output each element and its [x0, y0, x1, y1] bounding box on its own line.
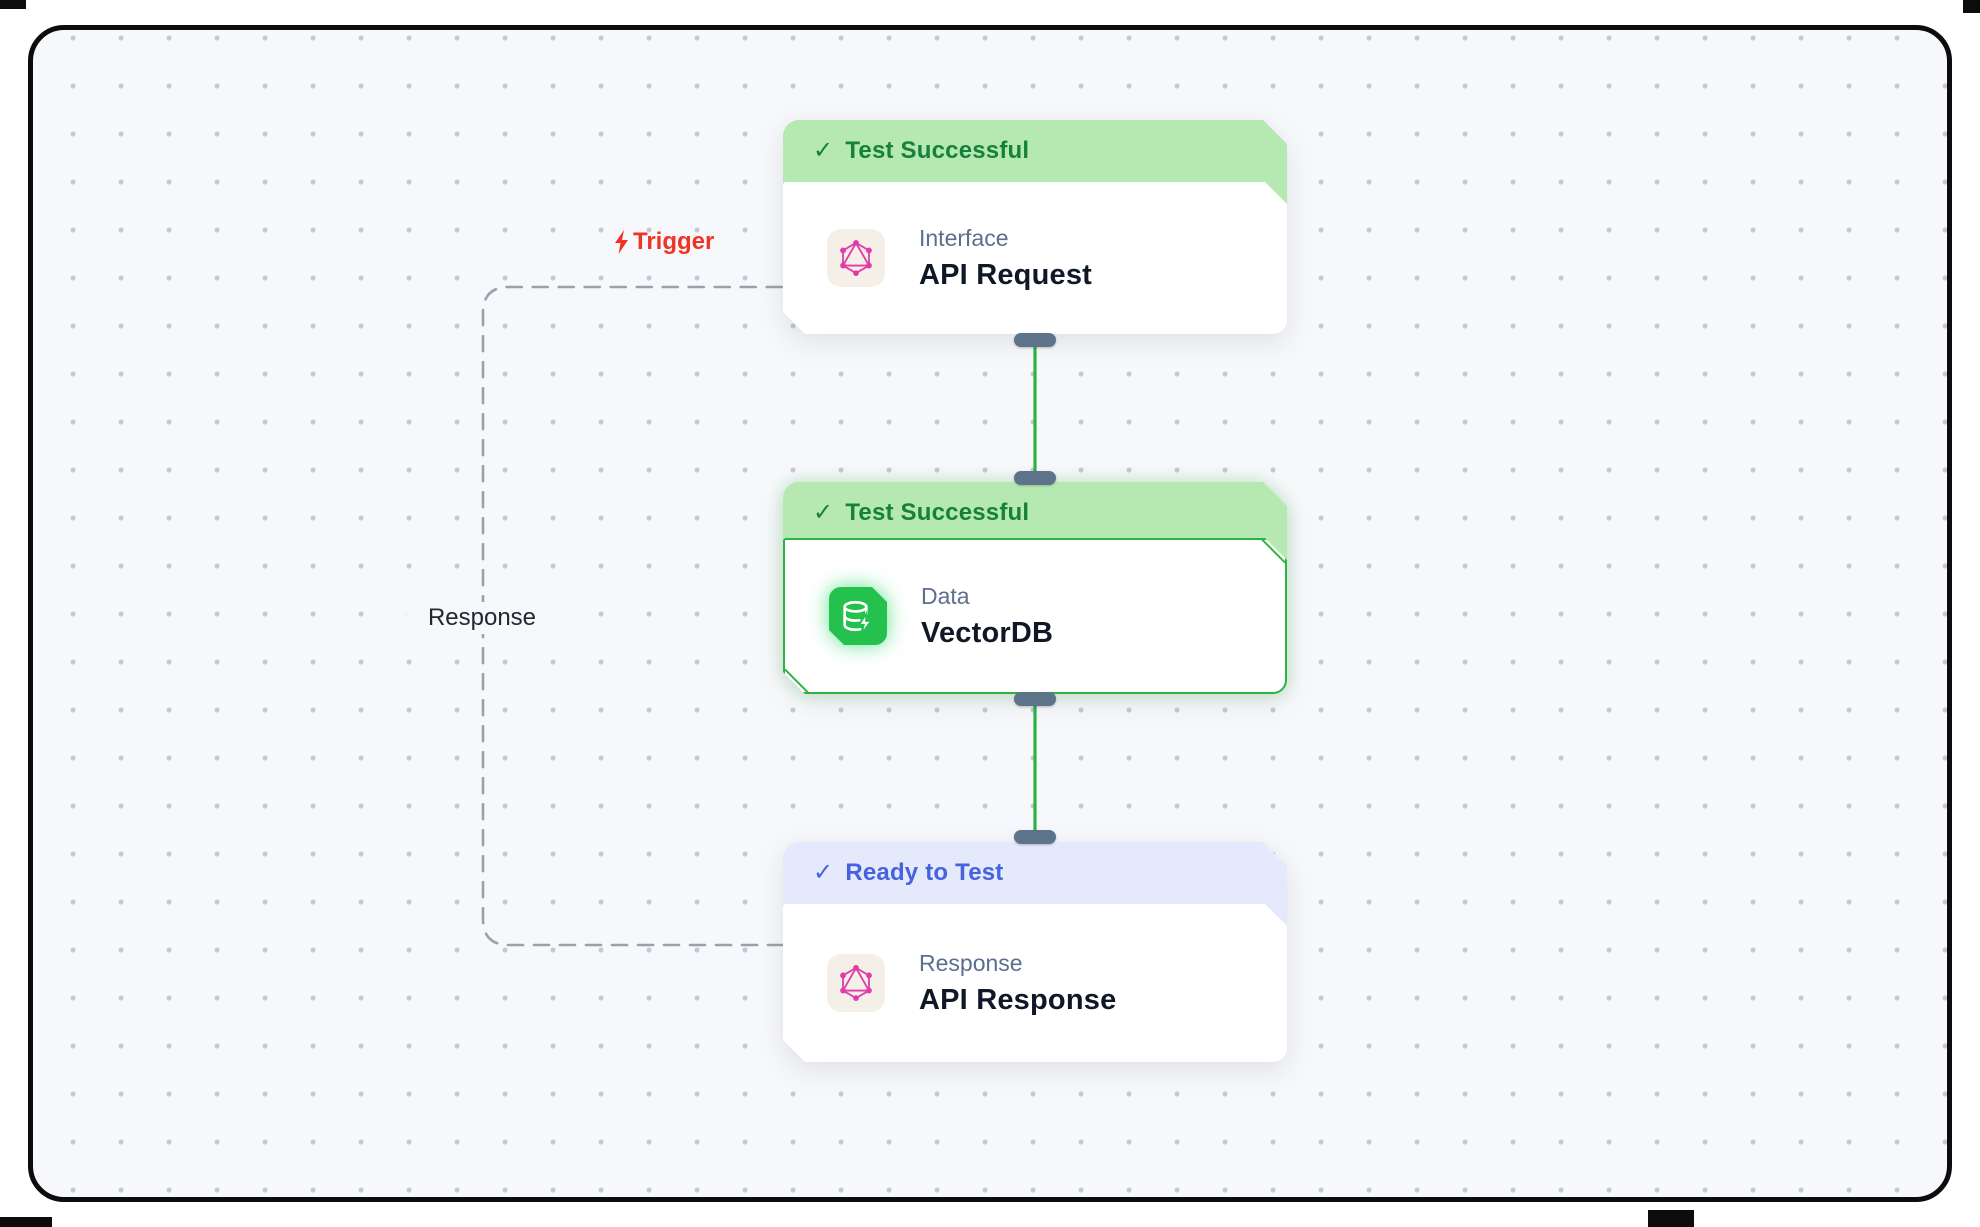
node-api-request[interactable]: ✓ Test Successful Interface — [783, 120, 1287, 334]
check-icon: ✓ — [813, 859, 834, 886]
trigger-label-text: Trigger — [633, 228, 715, 255]
screen-edge-artifact — [1963, 0, 1980, 13]
screen-edge-artifact — [0, 0, 26, 9]
lightning-bolt-icon — [615, 230, 628, 254]
node-category: Data — [921, 582, 970, 609]
selected-border-bevel — [784, 669, 809, 694]
node-title: API Response — [919, 983, 1117, 1016]
graphql-icon — [827, 954, 885, 1012]
check-icon: ✓ — [813, 499, 834, 526]
node-api-response[interactable]: ✓ Ready to Test Response — [783, 842, 1287, 1058]
trigger-edge-label: Trigger — [613, 228, 714, 256]
input-handle-vectordb[interactable] — [1014, 471, 1056, 485]
screen-edge-artifact — [1648, 1210, 1694, 1227]
node-title: API Request — [919, 258, 1093, 291]
graphql-icon — [827, 229, 885, 287]
node-card-body[interactable]: Response API Response — [783, 904, 1287, 1062]
node-status-text: Ready to Test — [845, 858, 1004, 886]
output-handle-vectordb[interactable] — [1014, 692, 1056, 706]
node-card-body[interactable]: Data VectorDB — [783, 538, 1287, 694]
node-status-text: Test Successful — [845, 498, 1030, 526]
node-status-text: Test Successful — [845, 136, 1030, 164]
vector-database-icon — [829, 587, 887, 645]
screen-edge-artifact — [0, 1217, 52, 1227]
node-category: Interface — [919, 224, 1009, 251]
output-handle-api-request[interactable] — [1014, 333, 1056, 347]
input-handle-api-response[interactable] — [1014, 830, 1056, 844]
node-title: VectorDB — [921, 616, 1054, 649]
check-icon: ✓ — [813, 137, 834, 164]
icon-glow — [829, 587, 887, 645]
node-vectordb[interactable]: ✓ Test Successful — [783, 482, 1287, 694]
node-category: Response — [919, 949, 1023, 976]
node-card-body[interactable]: Interface API Request — [783, 182, 1287, 334]
response-edge-label: Response — [407, 602, 557, 634]
